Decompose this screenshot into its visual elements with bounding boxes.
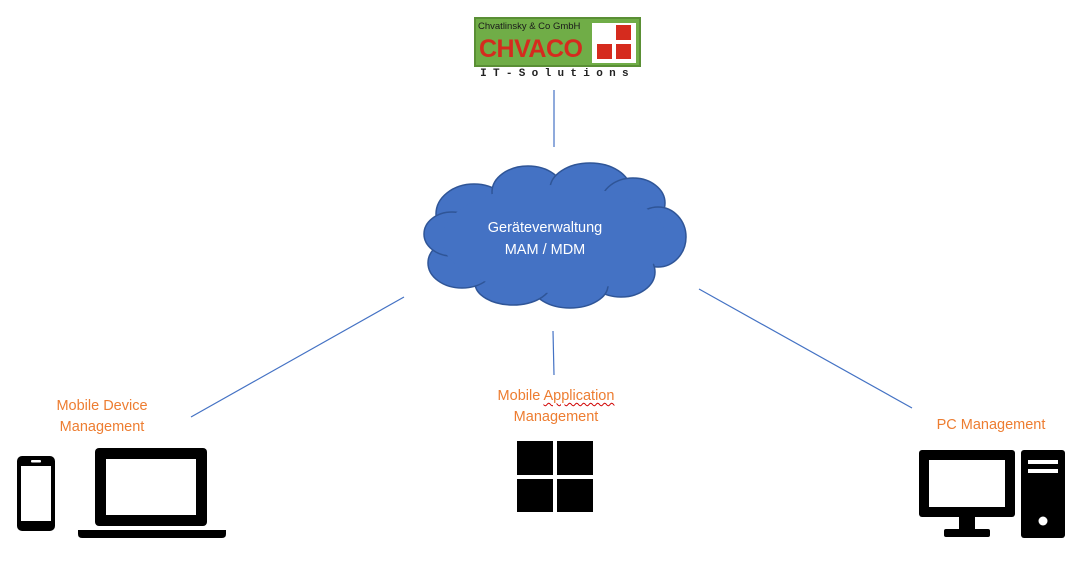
company-logo: Chvatlinsky & Co GmbH CHVACO	[474, 17, 641, 67]
pc-label: PC Management	[921, 415, 1061, 436]
pc-label-line1: PC Management	[936, 417, 1046, 433]
smartphone-icon	[17, 456, 55, 531]
cloud-fill	[442, 185, 666, 293]
laptop-icon	[78, 448, 226, 538]
mam-label-line2: Management	[513, 409, 599, 425]
desktop-computer-icon	[919, 450, 1065, 538]
logo-tagline: IT-Solutions	[480, 68, 635, 80]
windows-icon	[517, 441, 593, 512]
cloud-label: Geräteverwaltung MAM / MDM	[445, 217, 645, 261]
mam-label: Mobile Application Management	[476, 386, 636, 428]
connector-cloud-mdm	[190, 296, 405, 418]
connector-cloud-mam	[552, 330, 555, 376]
logo-squares-icon	[592, 23, 636, 63]
mdm-label-line2: Management	[59, 419, 145, 435]
mam-label-word-application: Application	[543, 388, 615, 404]
mam-label-line1: Mobile Application	[476, 386, 636, 407]
mam-label-word-mobile: Mobile	[497, 388, 544, 404]
connector-cloud-pc	[698, 288, 913, 409]
logo-company-name: Chvatlinsky & Co GmbH	[478, 21, 581, 32]
logo-brand: CHVACO	[479, 35, 583, 63]
cloud-label-line1: Geräteverwaltung	[487, 220, 603, 236]
cloud-label-line2: MAM / MDM	[504, 242, 586, 258]
mdm-label-line1: Mobile Device	[56, 398, 148, 414]
mdm-label: Mobile Device Management	[32, 396, 172, 438]
